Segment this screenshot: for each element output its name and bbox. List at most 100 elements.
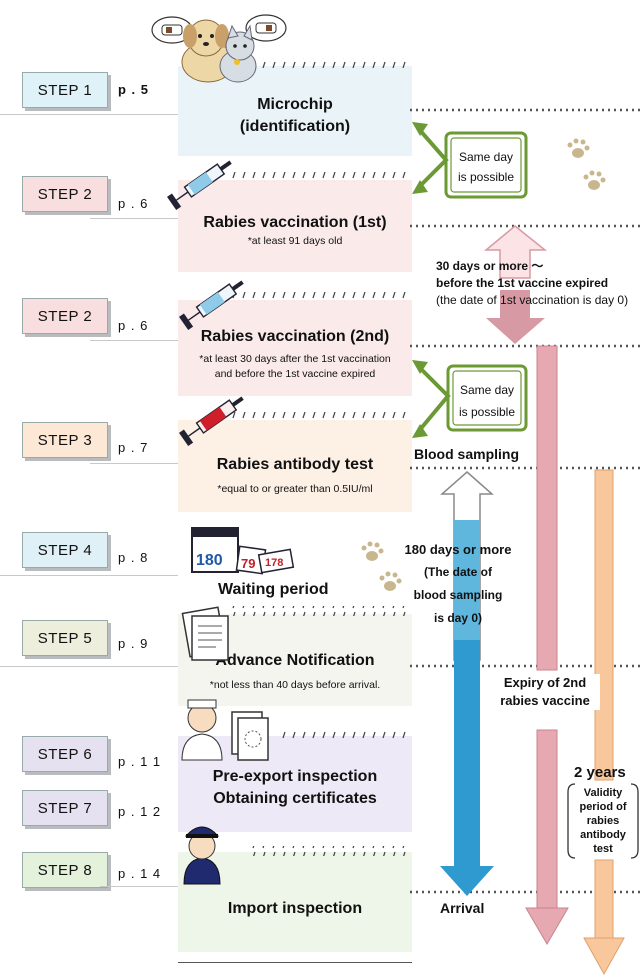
card-note: *at least 30 days after the 1st vaccinat… [199,353,391,365]
step-label: STEP 6 [37,745,93,763]
step-label: STEP 2 [37,307,93,325]
same-day-line: Same day [458,150,514,164]
same-day-line: Same day [459,383,515,397]
antibody-test-card: Rabies antibody test *equal to or greate… [178,420,412,512]
page-ref: p . 6 [118,196,149,211]
note-line: antibody [580,829,626,841]
calendar-day: 79 [241,556,255,571]
vaccine-expiry-arrow [525,345,569,945]
step-label: STEP 3 [37,431,93,449]
note-line: is day 0) [433,611,483,625]
note-line: test [593,843,613,855]
thirty-days-arrow [483,225,548,344]
two-years-label: 2 years [574,764,626,781]
note-line: 30 days or more ～ [436,259,544,273]
card-title: Import inspection [227,900,363,917]
same-day-box [444,131,528,199]
blood-syringe-icon [179,396,244,447]
calendar-day: 178 [265,557,283,569]
card-title: (identification) [239,118,351,135]
note-line: Expiry of 2nd [503,675,587,690]
vaccination-1-card: Rabies vaccination (1st) *at least 91 da… [178,180,412,272]
note-line: period of [579,801,627,813]
card-note: *not less than 40 days before arrival. [209,679,381,691]
document-icon [181,606,229,661]
step-6-tab: STEP 6 [22,736,108,772]
card-tick-border [232,172,410,182]
card-tick-border [232,606,410,616]
validity-arrow [583,469,625,976]
step-2-tab: STEP 2 [22,176,108,212]
same-day-line: is possible [457,170,515,184]
card-title: Advance Notification [215,652,375,669]
card-title: Rabies vaccination (2nd) [200,328,390,345]
step-label: STEP 2 [37,185,93,203]
divider [0,575,178,576]
card-tick-border [232,58,410,68]
divider [0,666,178,667]
step-label: STEP 5 [37,629,93,647]
card-note: and before the 1st vaccine expired [214,368,376,380]
card-tick-border [232,292,410,302]
card-note: *at least 91 days old [247,235,343,247]
note-line: before the 1st vaccine expired [436,276,609,290]
validity-bracket [567,783,639,859]
card-title: Microchip [257,96,333,113]
inspector-icon [181,699,223,761]
same-day-note: Same day is possible [450,379,524,423]
syringe-icon [179,280,244,331]
certificate-icon [231,711,269,761]
page-ref: p . 9 [118,636,149,651]
page-ref: p . 1 2 [118,804,162,819]
page-ref: p . 6 [118,318,149,333]
step-5-tab: STEP 5 [22,620,108,656]
card-title: Rabies antibody test [216,456,374,473]
officer-icon [183,826,221,885]
calendar-icon [191,527,295,575]
same-day-note: Same day is possible [448,147,524,187]
validity-note: Validity period of rabies antibody test [570,786,636,856]
card-title: Obtaining certificates [213,790,377,807]
green-connector [416,364,451,434]
divider [90,218,178,219]
pets-illustration [151,14,287,83]
card-tick-border [250,846,410,856]
note-line: Validity [583,787,623,799]
card-tick-border [280,730,410,740]
card-title: Pre-export inspection [212,768,378,785]
note-line: rabies [586,815,620,827]
green-connector [416,126,449,190]
page-ref: p . 5 [118,82,150,97]
calendar-day: 180 [196,552,223,569]
note-line: 180 days or more [404,542,512,557]
vaccination-2-card: Rabies vaccination (2nd) *at least 30 da… [178,300,412,396]
step-4-tab: STEP 4 [22,532,108,568]
page-ref: p . 1 1 [118,754,162,769]
paw-icon [361,138,606,591]
step-label: STEP 4 [37,541,93,559]
bottom-line [178,962,412,963]
step-7-tab: STEP 7 [22,790,108,826]
note-line: (The date of [424,565,492,579]
note-line: rabies vaccine [500,693,590,708]
thirty-days-note: 30 days or more ～ before the 1st vaccine… [436,258,628,309]
note-line: (the date of 1st vaccination is day 0) [436,293,629,307]
card-tick-border [232,412,410,422]
expiry-note: Expiry of 2nd rabies vaccine [490,674,600,710]
step-label: STEP 7 [37,799,93,817]
note-line: blood sampling [413,588,503,602]
syringe-icon [167,160,232,211]
waiting-period-title: Waiting period [218,581,329,598]
divider [100,886,178,887]
divider [0,114,178,115]
page-ref: p . 8 [118,550,149,565]
page-ref: p . 1 4 [118,866,162,881]
page-ref: p . 7 [118,440,149,455]
blood-sampling-label: Blood sampling [414,446,519,462]
same-day-line: is possible [458,405,516,419]
step-3-tab: STEP 3 [22,422,108,458]
arrival-label: Arrival [440,900,485,916]
card-note: *equal to or greater than 0.5IU/ml [217,483,373,495]
card-title: Rabies vaccination (1st) [203,214,387,231]
